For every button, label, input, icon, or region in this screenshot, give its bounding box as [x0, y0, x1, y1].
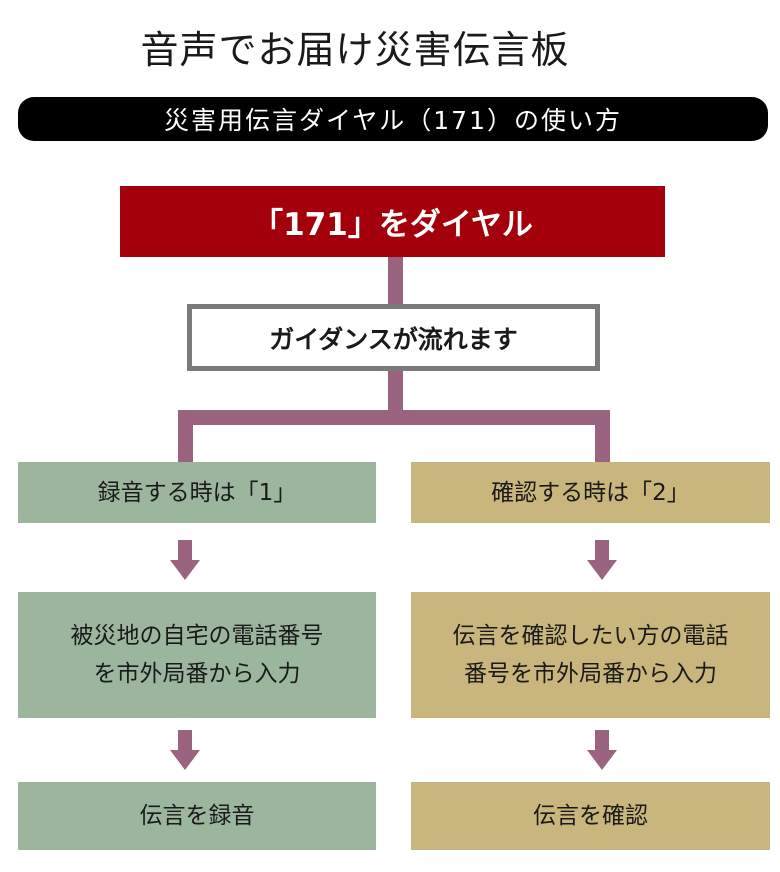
left-input-line2: を市外局番から入力: [93, 661, 301, 687]
arrow-down-icon: [587, 540, 617, 580]
connector: [178, 410, 610, 425]
arrow-down-icon: [170, 730, 200, 770]
left-input-number: 被災地の自宅の電話番号 を市外局番から入力: [18, 592, 376, 718]
step-dial-171: 「171」をダイヤル: [120, 186, 665, 257]
section-banner: 災害用伝言ダイヤル（171）の使い方: [18, 97, 768, 141]
left-choose-record: 録音する時は「1」: [18, 462, 376, 523]
connector: [388, 371, 403, 413]
page-title: 音声でお届け災害伝言板: [140, 27, 570, 72]
right-input-line1: 伝言を確認したい方の電話: [452, 623, 729, 649]
connector: [595, 410, 610, 462]
left-input-line1: 被災地の自宅の電話番号: [70, 623, 324, 649]
arrow-down-icon: [587, 730, 617, 770]
right-input-number: 伝言を確認したい方の電話 番号を市外局番から入力: [411, 592, 770, 718]
right-input-line2: 番号を市外局番から入力: [464, 661, 717, 687]
connector: [388, 257, 403, 305]
arrow-down-icon: [170, 540, 200, 580]
right-result-confirm: 伝言を確認: [411, 782, 770, 850]
right-choose-confirm: 確認する時は「2」: [411, 462, 770, 523]
left-result-record: 伝言を録音: [18, 782, 376, 850]
step-guidance: ガイダンスが流れます: [187, 304, 600, 371]
connector: [178, 410, 193, 462]
